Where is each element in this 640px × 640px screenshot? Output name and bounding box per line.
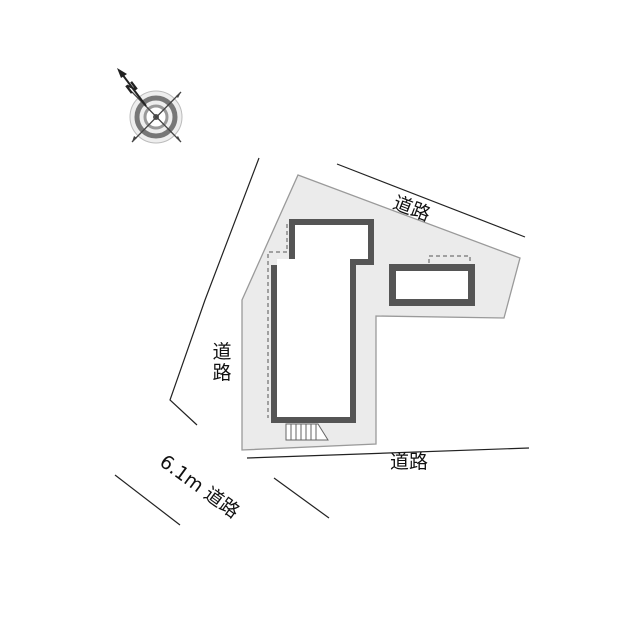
main-building-interior bbox=[277, 225, 368, 417]
entrance-stairs bbox=[285, 423, 329, 441]
balcony-dashed-line bbox=[267, 224, 288, 418]
outbuilding-dashed-line bbox=[428, 255, 471, 263]
road-edges bbox=[114, 157, 530, 526]
north-arrow bbox=[117, 68, 127, 78]
road-label-left-2: 路 bbox=[212, 362, 231, 384]
road-label-bottom-left: 6.1m 道路 bbox=[155, 451, 243, 523]
road-label-left-1: 道 bbox=[212, 341, 231, 363]
outbuilding-interior bbox=[396, 271, 468, 299]
road-label-bottom-right: 道路 bbox=[390, 451, 428, 473]
compass-rose-icon: N bbox=[117, 68, 183, 144]
